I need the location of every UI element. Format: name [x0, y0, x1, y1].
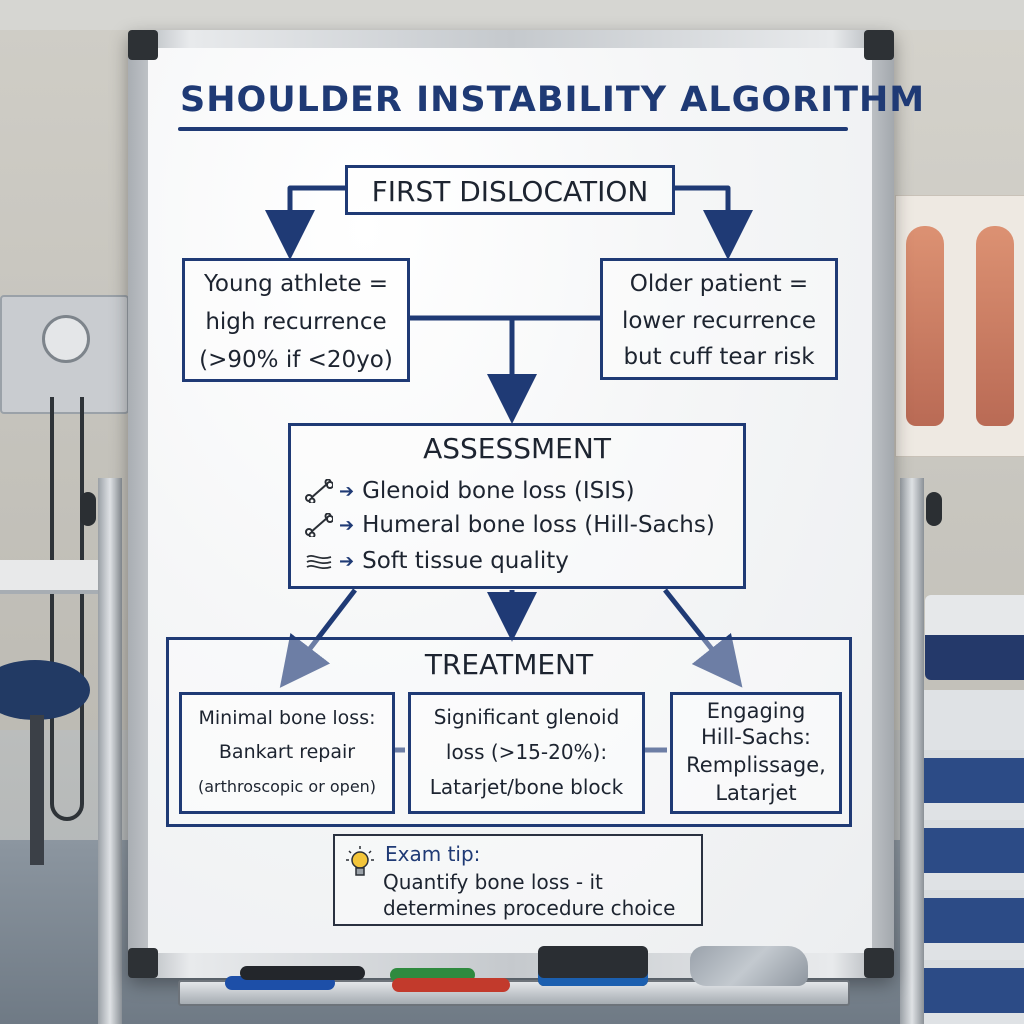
- whiteboard-surface: [148, 48, 872, 953]
- drawer: [924, 750, 1024, 803]
- option-line: Engaging: [706, 699, 806, 723]
- option-line: Latarjet/bone block: [429, 775, 624, 799]
- option-line: Significant glenoid: [433, 705, 620, 729]
- lightbulb-icon: [346, 846, 374, 876]
- tissue-icon: [306, 554, 332, 570]
- option-line: Bankart repair: [218, 741, 356, 763]
- title-underline: [178, 127, 848, 131]
- tip-line: determines procedure choice: [383, 896, 676, 920]
- frame-corner: [128, 30, 158, 60]
- ceiling: [0, 0, 1024, 30]
- wall-diagnostic-unit: [0, 295, 129, 821]
- option-line: Hill-Sachs:: [701, 725, 811, 749]
- bone-icon: [305, 479, 333, 503]
- exam-tip: Exam tip: Quantify bone loss - it determ…: [333, 834, 703, 926]
- drawer: [924, 890, 1024, 943]
- branch-line: (>90% if <20yo): [199, 347, 393, 373]
- muscle-figure-icon: [906, 226, 944, 426]
- branch-line: lower recurrence: [621, 308, 817, 334]
- tip-line: Quantify bone loss - it: [383, 870, 603, 894]
- option-line: loss (>15-20%):: [445, 740, 608, 764]
- start-label: FIRST DISLOCATION: [371, 175, 649, 208]
- otoscope-cord: [50, 397, 84, 821]
- drawer: [924, 820, 1024, 873]
- option-line: Remplissage,: [686, 753, 826, 777]
- cleaning-cloth[interactable]: [690, 946, 808, 986]
- branch-line: but cuff tear risk: [623, 344, 815, 370]
- arrow-right-icon: ➔: [339, 480, 355, 502]
- treatment-option-bankart: Minimal bone loss: Bankart repair (arthr…: [179, 692, 395, 814]
- frame-corner: [864, 30, 894, 60]
- assessment-item: ➔ Glenoid bone loss (ISIS): [305, 478, 635, 504]
- arrow-right-icon: ➔: [339, 514, 355, 536]
- branch-young-athlete: Young athlete = high recurrence (>90% if…: [182, 258, 410, 382]
- branch-line: Young athlete =: [203, 271, 389, 297]
- cabinet: [920, 690, 1024, 1024]
- arrow-right-icon: ➔: [339, 550, 355, 572]
- option-line: Latarjet: [715, 781, 797, 805]
- stool-post: [30, 715, 44, 865]
- assessment-item-text: Soft tissue quality: [362, 548, 569, 574]
- assessment-item: ➔ Humeral bone loss (Hill-Sachs): [305, 512, 715, 538]
- assessment-item-text: Glenoid bone loss (ISIS): [362, 478, 635, 504]
- exam-table-paper: [925, 595, 1024, 635]
- red-marker[interactable]: [392, 978, 510, 992]
- option-line: (arthroscopic or open): [197, 777, 377, 796]
- treatment-heading: TREATMENT: [424, 648, 594, 681]
- assessment-item: ➔ Soft tissue quality: [305, 548, 569, 574]
- option-line: Minimal bone loss:: [198, 707, 376, 729]
- start-node: FIRST DISLOCATION: [345, 165, 675, 215]
- treatment-option-latarjet: Significant glenoid loss (>15-20%): Lata…: [408, 692, 645, 814]
- muscle-figure-icon: [976, 226, 1014, 426]
- counter: [0, 560, 105, 594]
- black-marker[interactable]: [240, 966, 365, 980]
- assessment-item-text: Humeral bone loss (Hill-Sachs): [362, 512, 715, 538]
- gauge-icon: [42, 315, 90, 363]
- knob-icon: [80, 492, 96, 526]
- treatment-option-remplissage: Engaging Hill-Sachs: Remplissage, Latarj…: [670, 692, 842, 814]
- branch-older-patient: Older patient = lower recurrence but cuf…: [600, 258, 838, 380]
- tip-label: Exam tip:: [385, 842, 481, 866]
- treatment-node: TREATMENT Minimal bone loss: Bankart rep…: [166, 637, 852, 827]
- knob-icon: [926, 492, 942, 526]
- stand-post-left: [98, 478, 122, 1024]
- drawer: [924, 960, 1024, 1013]
- assessment-heading: ASSESSMENT: [423, 432, 611, 465]
- bone-icon: [305, 513, 333, 537]
- anatomy-poster: [895, 195, 1024, 457]
- assessment-node: ASSESSMENT ➔ Glenoid bone loss (ISIS) ➔ …: [288, 423, 746, 589]
- frame-corner: [864, 948, 894, 978]
- frame-corner: [128, 948, 158, 978]
- stool: [0, 660, 90, 720]
- eraser[interactable]: [538, 946, 648, 986]
- diagram-title: SHOULDER INSTABILITY ALGORITHM: [180, 80, 926, 120]
- stand-post-right: [900, 478, 924, 1024]
- branch-line: Older patient =: [629, 271, 809, 297]
- branch-line: high recurrence: [205, 309, 387, 335]
